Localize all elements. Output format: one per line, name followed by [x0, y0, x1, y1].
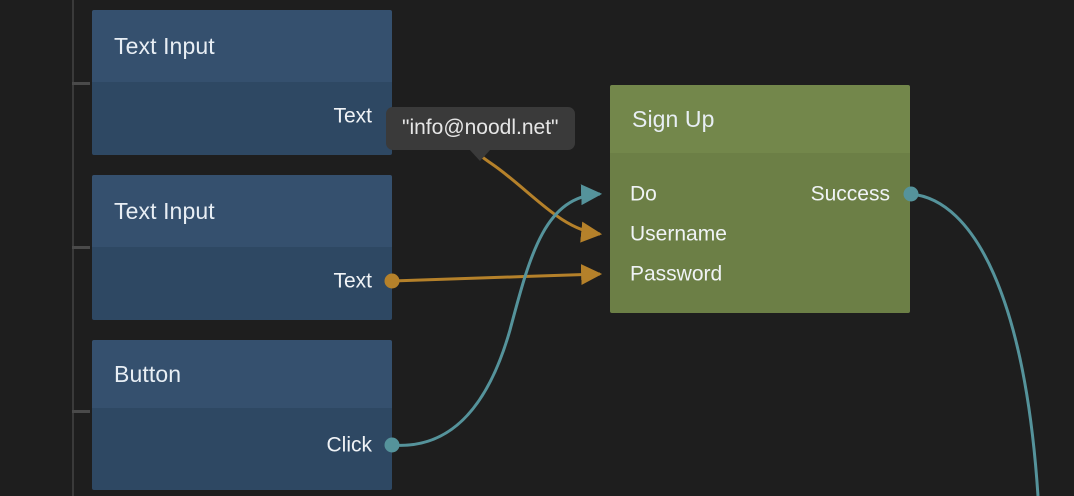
node-text-input-2[interactable]: Text Input Text [92, 175, 392, 320]
group-rail-stub-3 [72, 410, 90, 413]
port-label-text-output: Text [333, 269, 372, 293]
group-rail-stub-1 [72, 82, 90, 85]
node-header[interactable]: Button [92, 340, 392, 408]
port-label-text-output: Text [333, 104, 372, 128]
wire-textinput2-to-password[interactable] [391, 264, 603, 286]
tooltip-value: "info@noodl.net" [402, 116, 559, 139]
port-label-success-output: Success [810, 182, 890, 206]
tooltip-tail-icon [469, 149, 492, 162]
port-dot-button-click[interactable] [384, 437, 400, 453]
wire-button-click-to-do[interactable] [391, 184, 603, 447]
node-body: Text [92, 82, 392, 155]
node-title: Sign Up [632, 105, 715, 132]
node-title: Button [114, 360, 182, 387]
port-label-do-input: Do [630, 182, 657, 206]
port-dot-signup-success[interactable] [903, 186, 919, 202]
node-title: Text Input [114, 197, 215, 224]
node-body: Do Username Password Success [610, 153, 910, 313]
node-button-1[interactable]: Button Click [92, 340, 392, 490]
node-body: Text [92, 247, 392, 320]
node-header[interactable]: Text Input [92, 10, 392, 82]
port-label-password-input: Password [630, 262, 723, 286]
node-sign-up-1[interactable]: Sign Up Do Username Password Success [610, 85, 910, 313]
port-label-username-input: Username [630, 222, 727, 246]
port-label-click-output: Click [326, 433, 373, 457]
node-header[interactable]: Sign Up [610, 85, 910, 153]
node-body: Click [92, 408, 392, 490]
node-text-input-1[interactable]: Text Input Text [92, 10, 392, 155]
port-dot-textinput2-text[interactable] [384, 273, 400, 289]
node-header[interactable]: Text Input [92, 175, 392, 247]
group-rail-stub-2 [72, 246, 90, 249]
value-tooltip: "info@noodl.net" [386, 107, 575, 162]
wire-success-outgoing[interactable] [910, 192, 1040, 496]
node-title: Text Input [114, 32, 215, 59]
